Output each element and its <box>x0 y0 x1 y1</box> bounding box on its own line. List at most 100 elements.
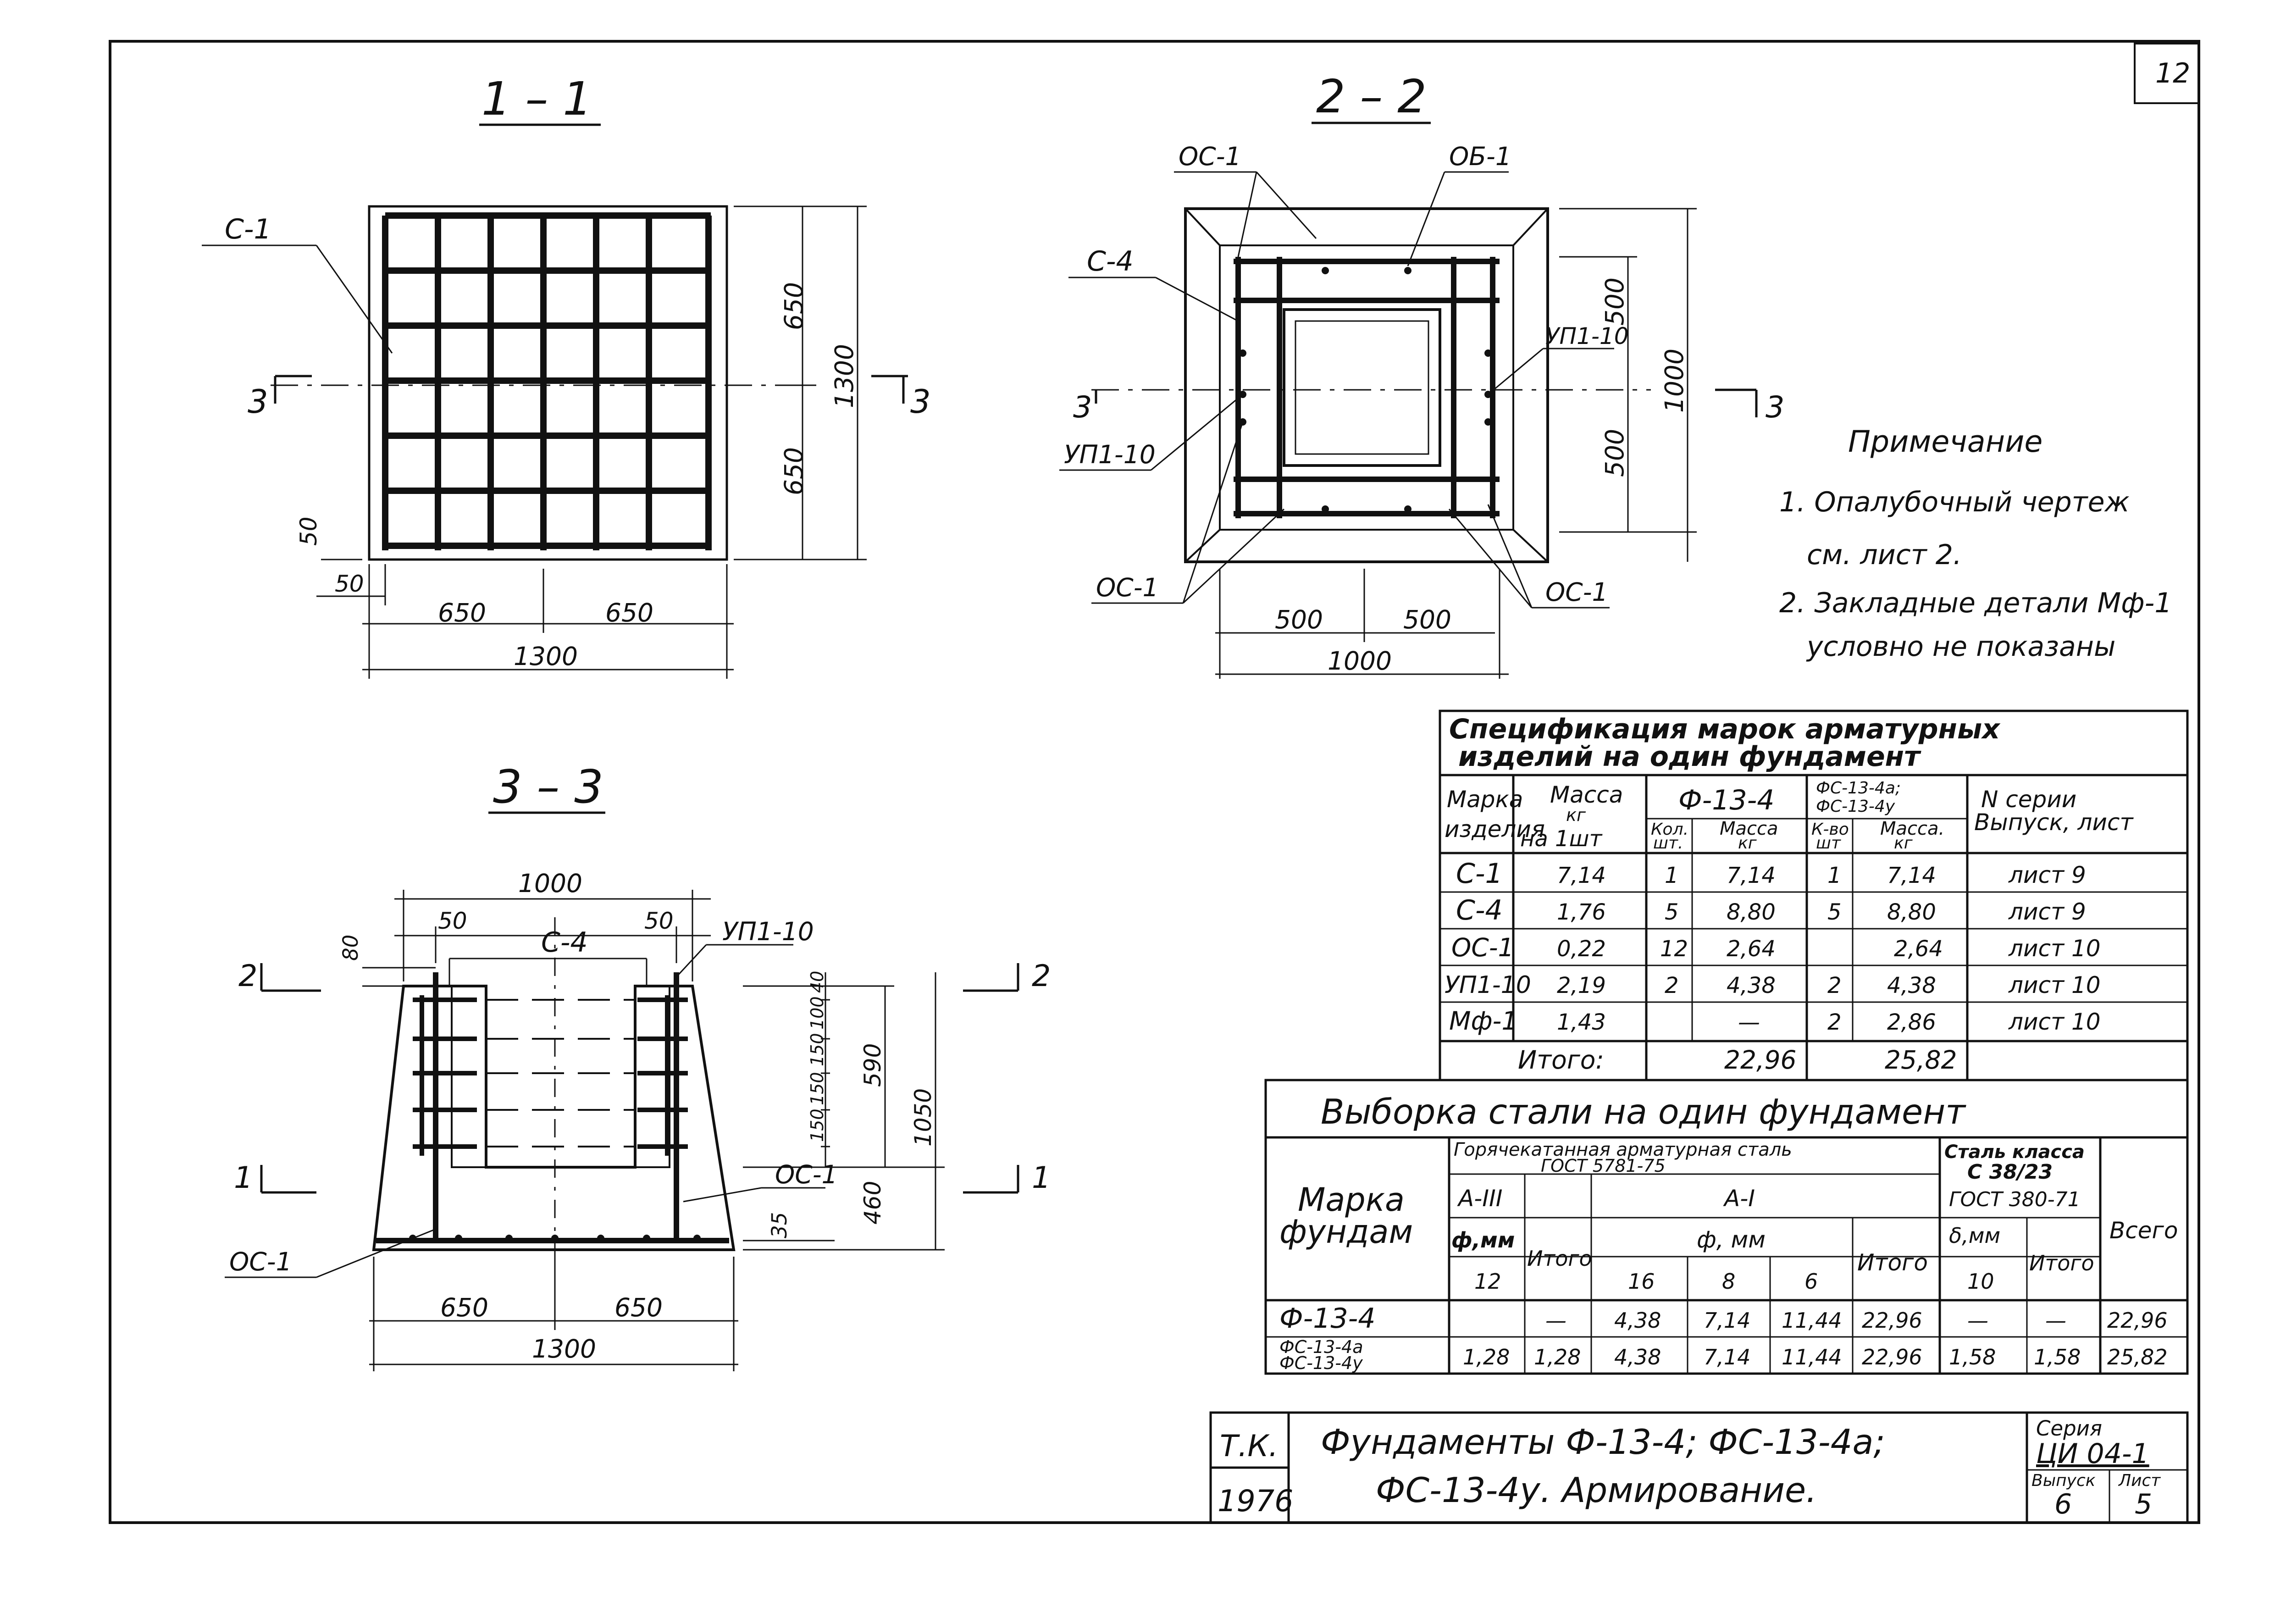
spec-sub-mass-4: кг <box>1894 834 1913 853</box>
table-cell: 25,82 <box>2107 1345 2168 1369</box>
section-1-1-title: 1 – 1 <box>482 72 592 126</box>
note-line-4: условно не показаны <box>1806 631 2115 663</box>
table-cell: — <box>1545 1308 1566 1333</box>
table-cell: — <box>2045 1308 2066 1333</box>
spec-row: С-1 7,14 1 7,14 1 7,14 лист 9 <box>1456 858 2086 890</box>
steel-head-mark-1: Марка <box>1298 1181 1405 1219</box>
spec-group-fs-2: ФС-13-4у <box>1816 797 1895 816</box>
dim-650-3-left: 650 <box>440 1293 488 1322</box>
pedestal-outer <box>1184 207 1549 563</box>
table-cell: 0,22 <box>1557 936 1606 962</box>
dim-100: 100 <box>807 996 827 1030</box>
table-cell: С-1 <box>1456 858 1503 890</box>
dim-50-vertical: 50 <box>295 516 322 546</box>
spec-total-label: Итого: <box>1518 1045 1604 1075</box>
spec-head-mass-2: кг <box>1566 805 1586 825</box>
steel-head-hot-2: ГОСТ 5781-75 <box>1541 1156 1666 1176</box>
dim-650-right: 650 <box>605 598 653 627</box>
spec-sub-kvo-1: К-во <box>1811 820 1849 839</box>
table-cell: 1,43 <box>1557 1009 1606 1035</box>
table-cell: Мф-1 <box>1449 1006 1517 1036</box>
stamp-series: ЦИ 04-1 <box>2036 1438 2149 1470</box>
dim-50-top-right: 50 <box>644 908 674 934</box>
table-cell: Ф-13-4 <box>1279 1303 1375 1335</box>
footing-rebar <box>376 972 729 1243</box>
dim-650-left: 650 <box>438 598 486 627</box>
steel-row: Ф-13-4 — 4,38 7,14 11,44 22,96 — — 22,96 <box>1279 1303 2168 1335</box>
steel-table: Выборка стали на один фундамент Марка фу… <box>1264 1079 2189 1375</box>
table-cell: 2 <box>1827 1009 1842 1035</box>
section-3-3: 3 – 3 <box>225 760 1051 1371</box>
label-up110-section-3-3: УП1-10 <box>722 917 814 946</box>
section-2-2-title: 2 – 2 <box>1316 70 1427 123</box>
dim-1050: 1050 <box>910 1088 936 1147</box>
table-cell: 1,28 <box>1463 1345 1510 1369</box>
steel-head-a3: А-III <box>1457 1185 1502 1212</box>
spec-head-mark-1: Марка <box>1447 786 1523 813</box>
dim-500-lower: 500 <box>1600 429 1629 477</box>
table-cell: — <box>1738 1009 1760 1035</box>
label-oc1-top: ОС-1 <box>1179 142 1241 171</box>
table-cell: лист 10 <box>2008 972 2101 998</box>
cage-c4 <box>1234 257 1500 518</box>
table-cell: лист 10 <box>2008 1009 2101 1035</box>
table-cell: 5 <box>1665 899 1679 925</box>
dim-500-upper: 500 <box>1600 277 1629 326</box>
table-cell: 2 <box>1665 973 1679 998</box>
stamp-sheet-label: Лист <box>2118 1471 2161 1490</box>
table-cell: 8,80 <box>1727 899 1776 925</box>
dims-3-3 <box>362 890 945 1371</box>
dim-80: 80 <box>338 935 363 961</box>
table-cell: 7,14 <box>1704 1308 1750 1333</box>
dim-1000-horizontal: 1000 <box>1328 646 1392 676</box>
steel-head-class-1: Сталь класса <box>1944 1142 2085 1163</box>
dim-150-a: 150 <box>807 1033 827 1066</box>
spec-sub-mass-1: Масса <box>1720 818 1778 839</box>
stamp-issue-label: Выпуск <box>2031 1471 2096 1490</box>
label-oc1-section-3-3-left: ОС-1 <box>229 1247 292 1276</box>
cut-mark-3-right-2: 3 <box>1766 390 1784 425</box>
steel-head-d16: 16 <box>1628 1269 1655 1294</box>
spec-total-a: 22,96 <box>1724 1045 1796 1075</box>
spec-series-head-2: Выпуск, лист <box>1974 809 2134 836</box>
table-cell: 22,96 <box>1862 1308 1922 1333</box>
label-up110-left: УП1-10 <box>1064 440 1156 469</box>
footing-bar-dots <box>409 1235 701 1242</box>
steel-head-mark-2: фундам <box>1279 1213 1413 1251</box>
spec-head-mass-1: Масса <box>1550 782 1623 808</box>
stamp-year: 1976 <box>1218 1484 1293 1519</box>
spec-sub-mass-3: Масса. <box>1880 818 1944 839</box>
section-1-1: 1 – 1 С-1 3 3 <box>202 72 931 679</box>
table-cell: ОС-1 <box>1451 933 1514 962</box>
stamp-sheet: 5 <box>2135 1488 2152 1520</box>
steel-head-phi-a3: ф,мм <box>1451 1228 1515 1253</box>
steel-head-itogo-class: Итого <box>2029 1251 2094 1275</box>
table-cell: 7,14 <box>1557 863 1606 888</box>
label-up110-right: УП1-10 <box>1545 323 1629 349</box>
dims-1-1 <box>316 205 867 679</box>
stamp-title-2: ФС-13-4у. Армирование. <box>1376 1470 1817 1510</box>
stamp-series-label: Серия <box>2036 1416 2102 1441</box>
table-cell: 7,14 <box>1727 863 1776 888</box>
note-block: Примечание 1. Опалубочный чертеж см. лис… <box>1779 425 2172 663</box>
table-cell: лист 10 <box>2008 935 2101 962</box>
dim-590: 590 <box>859 1043 886 1087</box>
table-cell: 7,14 <box>1887 863 1936 888</box>
label-c4-section-3-3: С-4 <box>541 926 588 959</box>
table-cell: 1,58 <box>2034 1345 2081 1369</box>
table-cell: лист 9 <box>2008 862 2086 888</box>
label-oc1-bottom-right: ОС-1 <box>1545 577 1608 607</box>
stirrups-c4 <box>413 995 688 1156</box>
spec-series-head-1: N серии <box>1981 786 2076 813</box>
section-2-2: 2 – 2 ОС-1 ОБ-1 <box>1059 70 1784 679</box>
spec-head-mass-3: на 1шт <box>1520 826 1603 852</box>
steel-head-d8: 8 <box>1722 1269 1735 1294</box>
table-cell: 12 <box>1660 936 1688 962</box>
table-cell: 1 <box>1665 863 1679 888</box>
steel-head-hot-1: Горячекатанная арматурная сталь <box>1454 1139 1792 1160</box>
table-cell: 4,38 <box>1614 1308 1661 1333</box>
label-oc1-section-3-3-right: ОС-1 <box>775 1160 838 1189</box>
spec-title-1: Спецификация марок арматурных <box>1449 713 2001 745</box>
cut-mark-3-left-2: 3 <box>1073 390 1092 425</box>
